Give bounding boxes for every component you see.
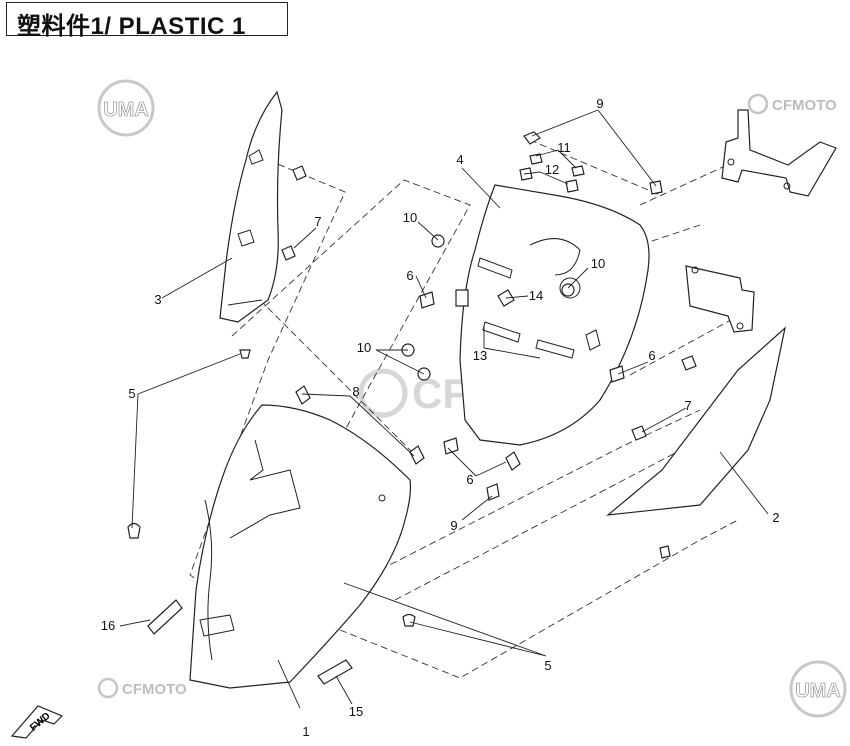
callout-4: 4 [456,152,463,167]
callout-2: 2 [772,510,779,525]
mount-bracket-middle [685,265,755,333]
fasteners [127,131,697,685]
part-3-side-deflector [219,90,283,323]
cfmoto-watermark-top-right: CFMOTO [747,93,837,115]
mount-bracket-top [721,109,837,197]
callout-8: 8 [352,384,359,399]
part-1-front-fairing [189,404,412,689]
callout-9-bottom: 9 [450,518,457,533]
callout-5-left: 5 [128,386,135,401]
fwd-arrow-icon: FWD [10,705,64,739]
callout-3: 3 [154,292,161,307]
page-title: 塑料件1/ PLASTIC 1 [17,13,246,40]
uma-watermark-top-left: UMA [97,79,155,137]
uma-logo-text: UMA [103,99,149,121]
cfmoto-logo-text: CFMOTO [772,97,837,114]
leader-lines [119,109,769,709]
callout-6-top: 6 [406,268,413,283]
callout-labels: 1 2 3 4 5 5 6 6 6 7 7 8 9 9 10 10 10 11 … [101,96,780,739]
uma-watermark-bottom-right: UMA [789,660,847,718]
callout-5-bottom: 5 [544,658,551,673]
callout-11: 11 [557,140,571,155]
callout-13: 13 [473,348,487,363]
callout-7-right: 7 [684,398,691,413]
callout-14: 14 [529,288,543,303]
callout-10-right: 10 [591,256,605,271]
callout-6-bottom: 6 [466,472,473,487]
callout-6-right: 6 [648,348,655,363]
callout-7-left: 7 [314,214,321,229]
cfmoto-watermark-bottom-left: CFMOTO [97,677,187,699]
callout-1: 1 [302,724,309,739]
part-2-side-panel [606,326,786,516]
part-4-inner-panel [459,184,650,446]
cfmoto-logo-text: CFMOTO [122,681,187,698]
uma-logo-text: UMA [795,680,841,702]
assembly-guide-lines [189,139,761,679]
title-box: 塑料件1/ PLASTIC 1 [6,2,288,40]
callout-9-top: 9 [596,96,603,111]
callout-10-top: 10 [403,210,417,225]
callout-15: 15 [349,704,363,719]
callout-16: 16 [101,618,115,633]
callout-10-left: 10 [357,340,371,355]
callout-12: 12 [545,162,559,177]
